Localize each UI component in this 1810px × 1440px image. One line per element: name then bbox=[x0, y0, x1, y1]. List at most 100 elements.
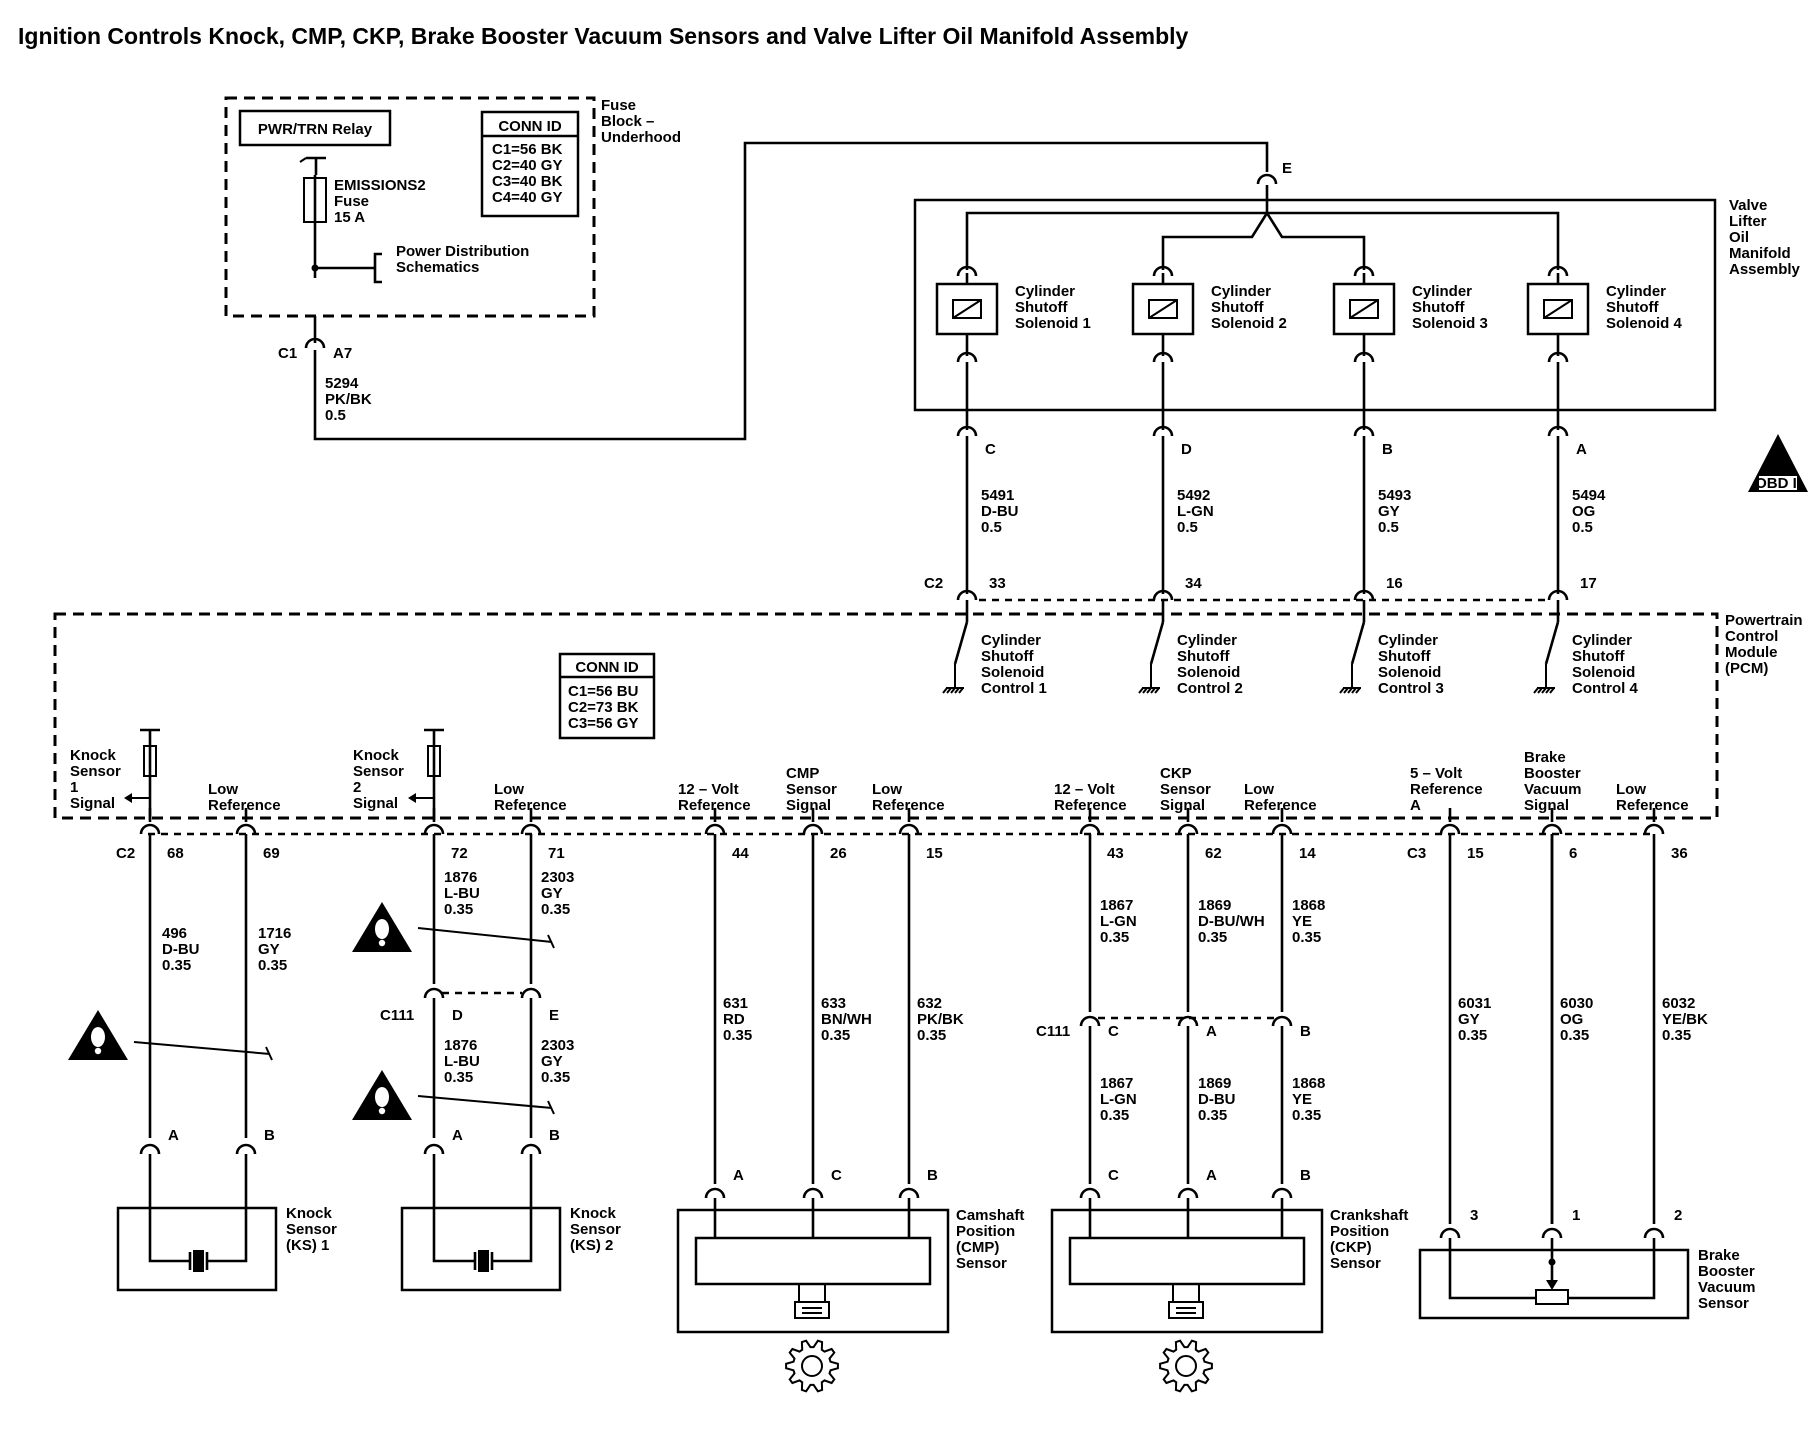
connector-icon bbox=[1439, 823, 1461, 835]
pot-lead bbox=[1568, 1238, 1656, 1300]
connector-icon bbox=[1079, 1015, 1101, 1027]
connector-arc bbox=[1353, 351, 1375, 363]
pin-label: C bbox=[831, 1167, 842, 1184]
wire-label: OG bbox=[1572, 503, 1595, 520]
cmp-sensor-magnet bbox=[794, 1301, 830, 1319]
pot-resistor bbox=[1535, 1289, 1569, 1305]
control-label: Cylinder bbox=[1177, 632, 1237, 649]
page-title: Ignition Controls Knock, CMP, CKP, Brake… bbox=[18, 23, 1189, 49]
control-label: Shutoff bbox=[981, 648, 1034, 665]
signal-label: Sensor bbox=[1160, 781, 1211, 798]
connector-arc bbox=[520, 1143, 542, 1155]
wire-label: 496 bbox=[162, 925, 187, 942]
connector-icon bbox=[520, 987, 542, 999]
signal-label: Knock bbox=[353, 747, 400, 764]
wire-label: 1716 bbox=[258, 925, 291, 942]
conn-id-row: C1=56 BU bbox=[568, 683, 638, 700]
warning-dot bbox=[378, 1107, 386, 1115]
connector-icon bbox=[956, 351, 978, 363]
pin-label: A bbox=[1576, 441, 1587, 458]
piezo-element bbox=[193, 1250, 204, 1272]
connector-arc bbox=[520, 823, 542, 835]
connector-icon bbox=[139, 823, 161, 835]
solenoid-label: Solenoid 3 bbox=[1412, 315, 1488, 332]
internal-resistor bbox=[143, 745, 157, 777]
signal-label: Low bbox=[1616, 781, 1646, 798]
piezo-crystal-icon bbox=[188, 1250, 209, 1272]
sensor-lead bbox=[492, 1245, 533, 1263]
pin-label: 36 bbox=[1671, 845, 1688, 862]
control-label: Solenoid bbox=[981, 664, 1044, 681]
wire-label: 0.35 bbox=[1292, 929, 1321, 946]
connector-arc bbox=[139, 1143, 161, 1155]
connector-arc bbox=[1643, 823, 1665, 835]
sensor-label: Sensor bbox=[1698, 1295, 1749, 1312]
cmp-sensor-outline bbox=[676, 1208, 950, 1334]
solenoid-label: Cylinder bbox=[1211, 283, 1271, 300]
connector-arc bbox=[898, 1187, 920, 1199]
internal-resistor bbox=[427, 745, 441, 777]
connector-icon bbox=[1152, 589, 1174, 601]
connector-icon bbox=[423, 823, 445, 835]
pin-label: 1 bbox=[1572, 1207, 1580, 1224]
conn-id-row: C2=73 BK bbox=[568, 699, 639, 716]
connector-arc bbox=[1177, 1187, 1199, 1199]
ground-hatch bbox=[954, 687, 960, 694]
ground-hatch bbox=[1142, 687, 1148, 694]
connector-arc bbox=[1439, 1227, 1461, 1239]
ground-hatch bbox=[1355, 687, 1361, 694]
pot-dot bbox=[1548, 1258, 1556, 1266]
connector-icon bbox=[1256, 173, 1278, 185]
pin-label: 15 bbox=[926, 845, 943, 862]
connector-arc bbox=[1177, 823, 1199, 835]
wire-label: 0.35 bbox=[917, 1027, 946, 1044]
connector-icon bbox=[235, 823, 257, 835]
connector-label: C2 bbox=[924, 575, 943, 592]
ground-hatch bbox=[1343, 687, 1349, 694]
sensor-label: Booster bbox=[1698, 1263, 1755, 1280]
gear-icon bbox=[785, 1339, 839, 1393]
sensor-label: Position bbox=[956, 1223, 1015, 1240]
pin-label: 43 bbox=[1107, 845, 1124, 862]
pot-wiper-arrow bbox=[1546, 1280, 1558, 1290]
vlom-label: Assembly bbox=[1729, 261, 1801, 278]
fuse-label: EMISSIONS2 bbox=[334, 177, 426, 194]
control-label: Control 3 bbox=[1378, 680, 1444, 697]
wire-label: 632 bbox=[917, 995, 942, 1012]
wire-label: 633 bbox=[821, 995, 846, 1012]
switch-icon bbox=[1149, 621, 1165, 665]
wire-label: GY bbox=[1378, 503, 1400, 520]
cmp-sensor-body bbox=[798, 1284, 826, 1303]
sensor-label: Sensor bbox=[956, 1255, 1007, 1272]
wire-label: 0.35 bbox=[444, 901, 473, 918]
pin-label: D bbox=[1181, 441, 1192, 458]
warning-icon bbox=[68, 1010, 128, 1060]
vlom-label: Oil bbox=[1729, 229, 1749, 246]
solenoid-label: Solenoid 1 bbox=[1015, 315, 1091, 332]
solenoid-label: Cylinder bbox=[1015, 283, 1075, 300]
control-label: Cylinder bbox=[1572, 632, 1632, 649]
pin-label: E bbox=[549, 1007, 559, 1024]
signal-label: Knock bbox=[70, 747, 117, 764]
twisted-pair-marker bbox=[417, 927, 553, 943]
vlom-label: Lifter bbox=[1729, 213, 1767, 230]
ground-hatch bbox=[1138, 687, 1144, 694]
wire-label: PK/BK bbox=[917, 1011, 964, 1028]
pin-label: 69 bbox=[263, 845, 280, 862]
connector-arc bbox=[1256, 173, 1278, 185]
wire-label: L-BU bbox=[444, 1053, 480, 1070]
signal-label: Booster bbox=[1524, 765, 1581, 782]
solenoid-coil bbox=[952, 299, 982, 319]
connector-icon bbox=[1547, 425, 1569, 437]
ckp-sensor-outline bbox=[1050, 1208, 1324, 1334]
warning-drop bbox=[375, 919, 389, 939]
signal-label: Reference bbox=[1244, 797, 1317, 814]
wire-label: 0.5 bbox=[981, 519, 1002, 536]
vlom-label: Manifold bbox=[1729, 245, 1791, 262]
wire-label: D-BU bbox=[1198, 1091, 1236, 1108]
ground-hatch bbox=[958, 687, 964, 694]
pin-label: D bbox=[452, 1007, 463, 1024]
pin-label: C bbox=[985, 441, 996, 458]
control-label: Solenoid bbox=[1378, 664, 1441, 681]
